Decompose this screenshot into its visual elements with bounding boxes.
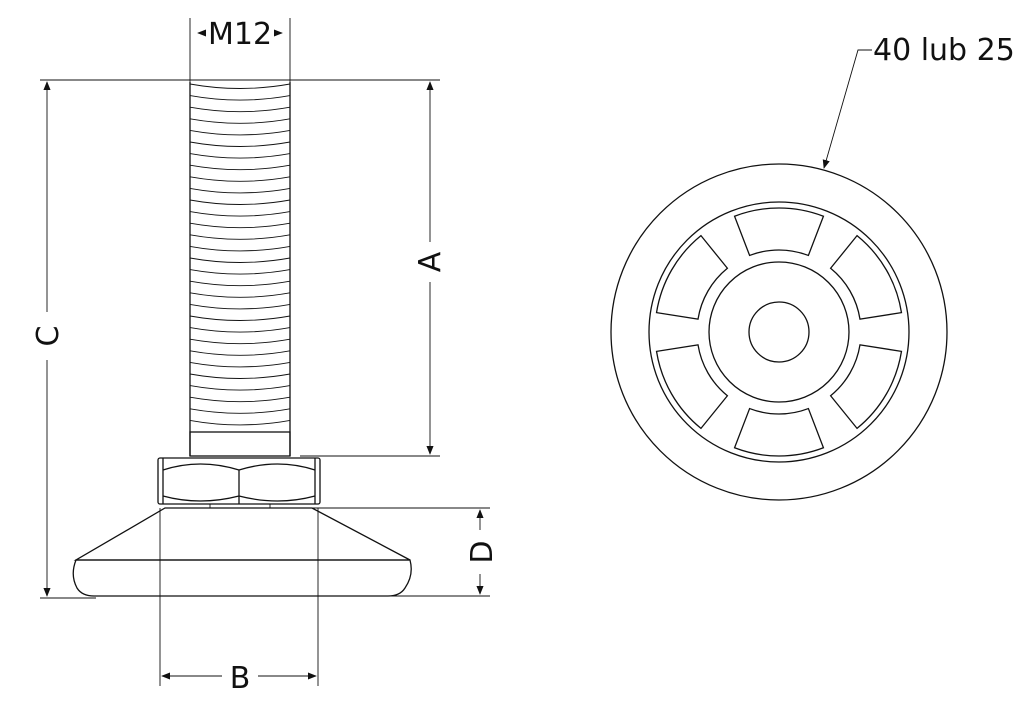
thread-crest [189,234,291,240]
rib-segment [655,234,729,320]
bottom-view: 40 lub 25 [610,33,1015,501]
thread-crest [189,361,291,368]
thread-crest [189,350,291,356]
thread-crest [189,396,291,403]
thread-crest [189,385,291,391]
thread-crest [189,373,291,379]
thread-crest [189,83,291,89]
thread-crest [189,153,291,159]
thread-crest [189,95,291,101]
hex-nut [157,457,321,509]
dimension-m12: M12 [189,17,291,82]
side-view: M12 A C D [31,17,500,696]
thread-crest [189,129,291,136]
thread-crest [189,176,291,182]
thread-crest [189,269,291,275]
dimension-c: C [31,81,96,599]
thread-crest [189,419,291,426]
dimension-pad-diameter: 40 lub 25 [822,33,1015,169]
thread-crest [189,141,291,147]
inner-rim [648,201,910,463]
thread-crest [189,164,291,171]
thread-crest [189,292,291,298]
label-b: B [230,661,251,696]
rib-segment [829,344,903,430]
thread-crest [189,327,291,333]
shank [189,431,291,457]
pad-outline [610,163,948,501]
rib-segment [733,407,825,457]
base-pad [72,507,412,597]
center-hole [748,301,810,363]
thread-crest [189,257,291,263]
label-a: A [413,251,448,272]
thread-crest [189,199,291,205]
hub-ring [708,261,850,403]
label-m12: M12 [208,17,272,52]
label-d: D [465,540,500,563]
thread-crest [189,211,291,217]
thread-crest [189,106,291,113]
thread-crest [189,280,291,287]
thread-crest [189,408,291,414]
thread-crest [189,222,291,229]
dimension-d: D [312,507,500,597]
thread-crest [189,315,291,321]
threaded-stud [189,82,291,456]
rib-segments [655,207,903,457]
rib-segment [655,344,729,430]
thread-crest [189,118,291,124]
label-c: C [31,326,66,347]
dimension-a: A [300,81,448,457]
rib-segment [829,234,903,320]
thread-crest [189,245,291,252]
dimension-b: B [159,508,319,696]
thread-crest [189,338,291,345]
thread-crest [189,187,291,194]
thread-crest [189,303,291,310]
label-pad-diameter: 40 lub 25 [873,33,1015,68]
rib-segment [733,207,825,257]
